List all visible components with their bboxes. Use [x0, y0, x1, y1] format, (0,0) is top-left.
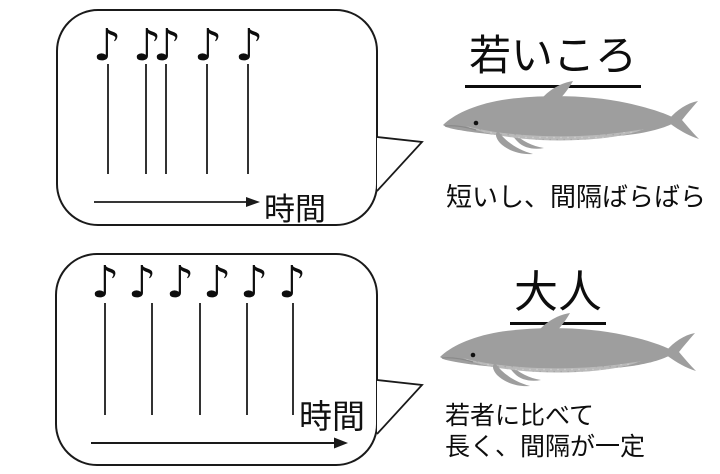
- speech-bubble-adult: [55, 253, 378, 466]
- time-arrow-adult: [91, 437, 348, 449]
- dolphin-illustration-adult: [440, 313, 696, 387]
- caption-adult-line1: 若者に比べて: [445, 402, 595, 430]
- speech-bubble-young: [56, 9, 378, 226]
- speech-bubble-tail-young: [376, 136, 424, 192]
- caption-young: 短いし、間隔ばらばら: [446, 182, 707, 212]
- dolphin-illustration-young: [443, 81, 699, 155]
- time-axis-label-young: 時間: [264, 192, 326, 227]
- dolphin-eye: [473, 120, 479, 126]
- time-arrow-young: [94, 197, 260, 207]
- time-axis-label-adult: 時間: [299, 398, 365, 435]
- dolphin-eye: [470, 352, 476, 358]
- speech-bubble-tail-adult: [376, 379, 424, 435]
- section-title-young: 若いころ: [446, 22, 660, 88]
- caption-adult: 若者に比べて 長く、間隔が一定: [445, 401, 645, 463]
- caption-adult-line2: 長く、間隔が一定: [445, 433, 646, 461]
- section-title-young-text: 若いころ: [464, 22, 641, 88]
